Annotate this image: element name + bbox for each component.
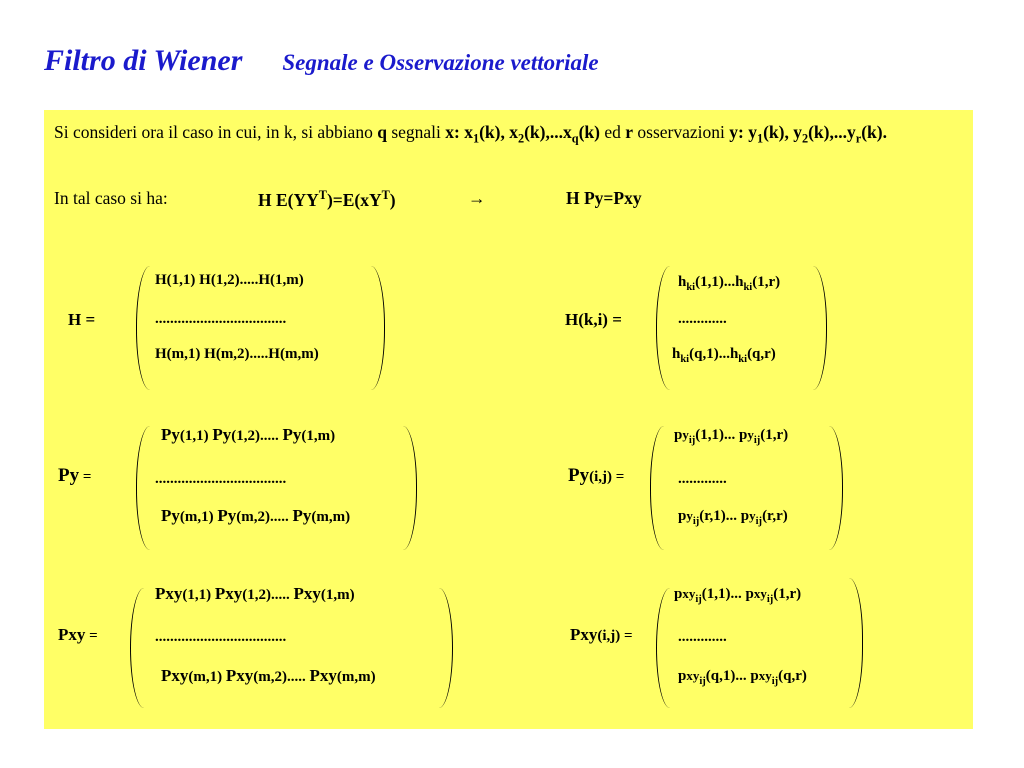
pxyij-row-1: pxyij(1,1)... pxyij(1,r) [674, 586, 802, 605]
py-matrix-row-2: ................................... [155, 471, 287, 487]
title-main: Filtro di Wiener [44, 44, 243, 77]
slide-title: Filtro di Wiener Segnale e Osservazione v… [44, 44, 599, 78]
intro-text-2: segnali [386, 122, 446, 142]
pxyij-label: Pxy(i,j) = [570, 625, 633, 644]
pxy-matrix-left-paren [130, 588, 145, 708]
arrow-icon: → [468, 188, 486, 208]
h-matrix-row-2: ................................... [155, 311, 287, 327]
hki-row-1: hki(1,1)...hki(1,r) [678, 274, 781, 293]
y-vector: y: y1(k), y2(k),...yr(k). [729, 122, 887, 146]
h-matrix-left-paren [136, 266, 151, 390]
x-vector: x: x1(k), x2(k),...xq(k) [445, 122, 600, 146]
pxyij-right-paren [848, 578, 863, 708]
hki-left-paren [656, 266, 671, 390]
h-matrix-row-1: H(1,1) H(1,2).....H(1,m) [155, 272, 304, 288]
hki-row-3: hki(q,1)...hki(q,r) [672, 346, 776, 365]
equation-lead: In tal caso si ha: [54, 188, 168, 208]
h-matrix-row-3: H(m,1) H(m,2).....H(m,m) [155, 346, 319, 362]
pxy-matrix-right-paren [438, 588, 453, 708]
pxyij-left-paren [656, 588, 671, 708]
pxy-matrix-row-1: Pxy(1,1) Pxy(1,2)..... Pxy(1,m) [155, 584, 355, 603]
hki-label: H(k,i) = [565, 310, 622, 329]
pxy-matrix-row-2: ................................... [155, 629, 287, 645]
hki-row-2: ............. [678, 311, 727, 327]
pyij-row-2: ............. [678, 471, 727, 487]
pyij-label: Py(i,j) = [568, 465, 625, 486]
py-matrix-row-3: Py(m,1) Py(m,2)..... Py(m,m) [161, 506, 351, 525]
py-matrix-row-1: Py(1,1) Py(1,2)..... Py(1,m) [161, 425, 336, 444]
intro-text-4: osservazioni [633, 122, 730, 142]
pyij-row-1: pyij(1,1)... pyij(1,r) [674, 427, 789, 446]
hki-right-paren [812, 266, 827, 390]
intro-text-1: Si consideri ora il caso in cui, in k, s… [54, 122, 378, 142]
pxyij-row-2: ............. [678, 629, 727, 645]
pxy-matrix-row-3: Pxy(m,1) Pxy(m,2)..... Pxy(m,m) [161, 666, 376, 685]
py-matrix-right-paren [402, 426, 417, 550]
pyij-row-3: pyij(r,1)... pyij(r,r) [678, 508, 788, 527]
py-matrix-left-paren [136, 426, 151, 550]
intro-q: q [377, 122, 387, 142]
equation-right: H Py=Pxy [566, 188, 642, 208]
pyij-left-paren [650, 426, 665, 550]
intro-paragraph: Si consideri ora il caso in cui, in k, s… [54, 120, 959, 152]
intro-text-3: ed [599, 122, 626, 142]
pxy-matrix-label: Pxy = [58, 625, 98, 644]
title-subtitle: Segnale e Osservazione vettoriale [282, 50, 599, 75]
pxyij-row-3: pxyij(q,1)... pxyij(q,r) [678, 668, 807, 687]
intro-r: r [625, 122, 634, 142]
h-matrix-right-paren [370, 266, 385, 390]
h-matrix-label: H = [68, 310, 96, 329]
equation-left: H E(YYT)=E(xYT) [258, 188, 396, 210]
content-panel: Si consideri ora il caso in cui, in k, s… [44, 110, 973, 729]
pyij-right-paren [828, 426, 843, 550]
py-matrix-label: Py = [58, 465, 92, 486]
